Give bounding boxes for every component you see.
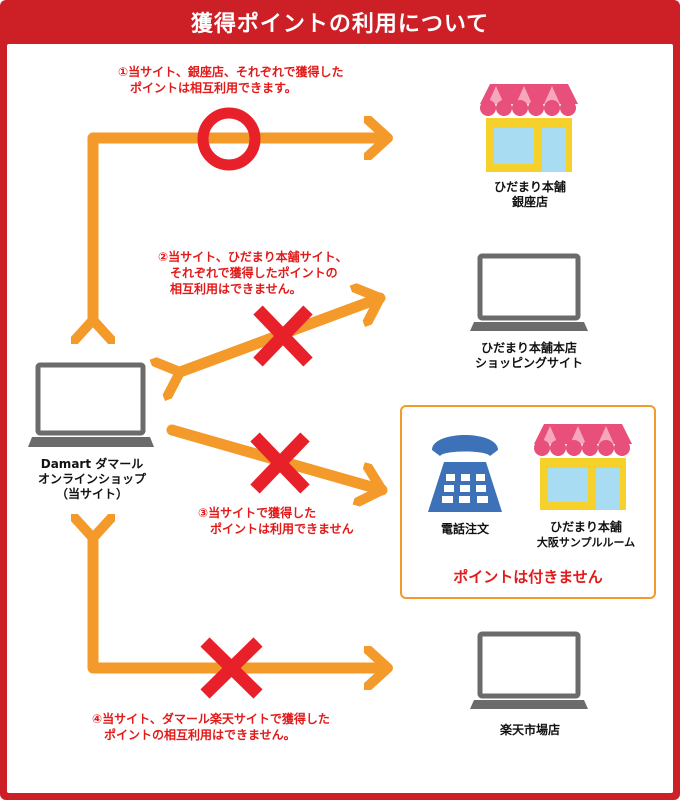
note-1-line-2: ポイントは相互利用できます。 [130, 81, 297, 95]
note-3-line-2: ポイントは利用できません [210, 522, 354, 536]
laptop-icon [470, 631, 588, 709]
laptop-icon [28, 362, 154, 447]
store-icon [534, 424, 632, 510]
osaka-label-line-1: ひだまり本舗 [550, 520, 622, 534]
damart-label-line-1: Damart ダマール [40, 457, 144, 471]
damart-label: Damart ダマール オンラインショップ （当サイト） [14, 457, 170, 502]
circle-ok-icon [197, 107, 261, 171]
honten-label: ひだまり本舗本店 ショッピングサイト [459, 341, 599, 371]
ginza-label: ひだまり本舗 銀座店 [470, 180, 590, 210]
ginza-label-line-1: ひだまり本舗 [494, 180, 566, 194]
note-2-line-3: 相互利用はできません。 [170, 282, 302, 296]
ginza-label-line-2: 銀座店 [511, 195, 548, 209]
note-2-line-2: それぞれで獲得したポイントの [170, 266, 338, 280]
rakuten-label: 楽天市場店 [499, 723, 560, 737]
honten-label-line-1: ひだまり本舗本店 [481, 341, 577, 355]
phone-icon [428, 435, 502, 512]
damart-label-line-3: （当サイト） [55, 487, 128, 501]
store-icon [480, 84, 578, 172]
honten-label-line-2: ショッピングサイト [474, 356, 583, 370]
arrow-ginza [93, 138, 388, 320]
cross-ng-icon [253, 305, 313, 367]
note-4-line-1: ④当サイト、ダマール楽天サイトで獲得した [92, 712, 330, 726]
note-3-line-1: ③当サイトで獲得した [198, 506, 317, 520]
note-1-line-1: ①当サイト、銀座店、それぞれで獲得した [118, 65, 344, 79]
laptop-icon [470, 253, 588, 331]
cross-ng-icon [200, 637, 263, 699]
osaka-label-line-2: 大阪サンプルルーム [536, 536, 636, 549]
arrow-rakuten [93, 538, 388, 668]
phone-order-label: 電話注文 [440, 522, 489, 536]
no-points-label: ポイントは付きません [453, 568, 603, 586]
cross-ng-icon [250, 432, 310, 494]
page-title: 獲得ポイントの利用について [190, 12, 490, 37]
damart-label-line-2: オンラインショップ [37, 472, 146, 486]
osaka-label: ひだまり本舗 大阪サンプルルーム [520, 520, 652, 550]
note-4-line-2: ポイントの相互利用はできません。 [104, 728, 296, 742]
note-2-line-1: ②当サイト、ひだまり本舗サイト、 [158, 250, 348, 264]
